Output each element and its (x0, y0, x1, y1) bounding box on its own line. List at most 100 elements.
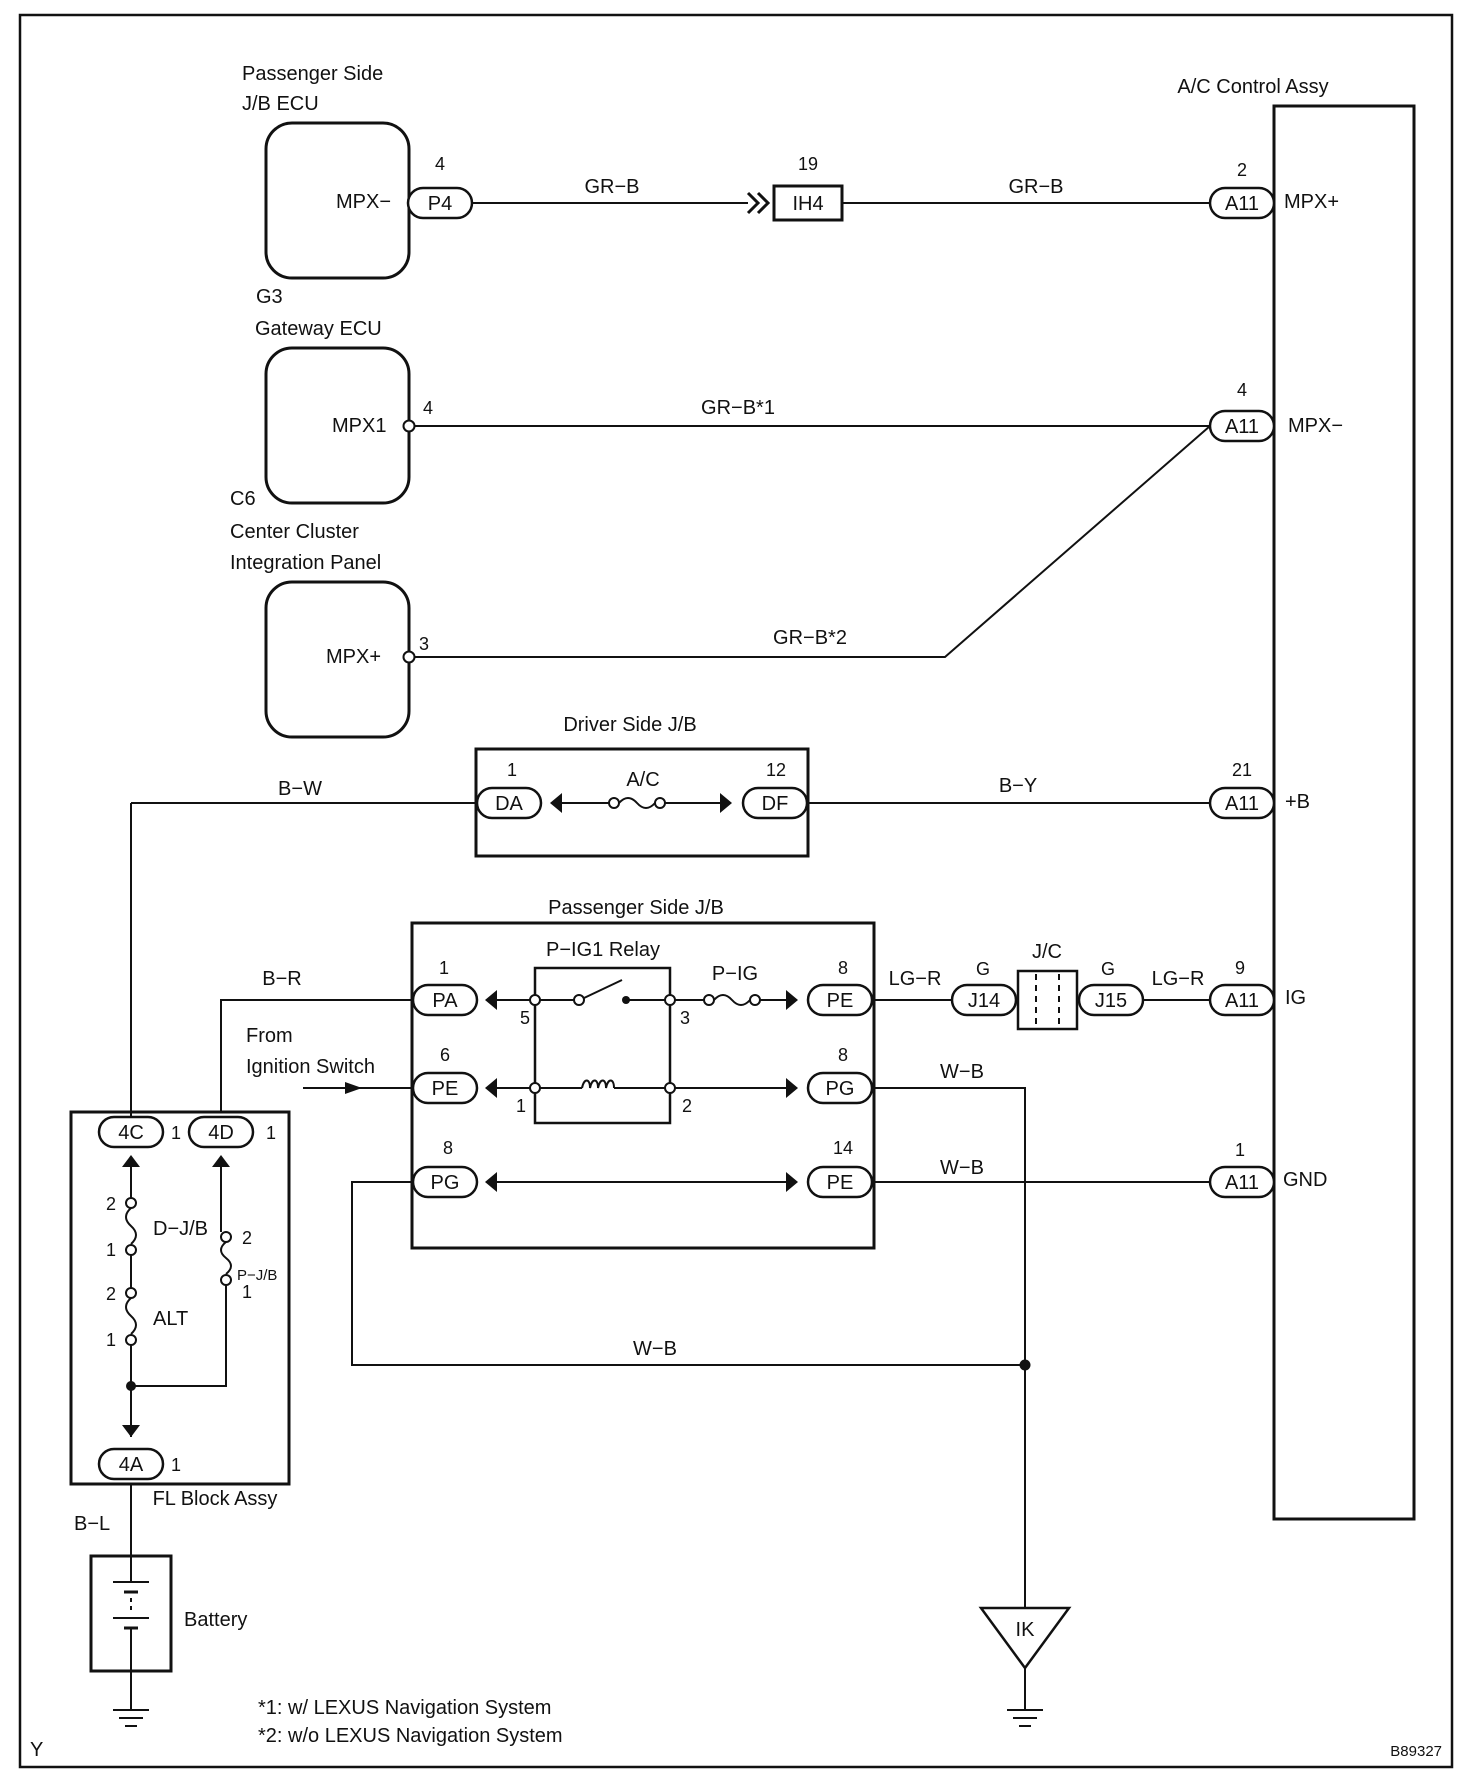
pin-a11-b: 21 (1232, 760, 1252, 780)
wire-label-grb-1: GR−B (584, 176, 639, 198)
fuse-terminal-icon (654, 797, 666, 809)
wire-label-grb1: GR−B*1 (701, 397, 775, 419)
connector-a11-label: A11 (1225, 1172, 1259, 1194)
fuse-terminal-icon (220, 1274, 232, 1286)
wire-label-br: B−R (262, 968, 301, 990)
arrow-right-icon (345, 1082, 362, 1094)
ground-point-ik (978, 1606, 1072, 1671)
pin-cluster: 3 (419, 634, 429, 654)
wire-cluster-a11 (415, 425, 1211, 658)
fuse-terminal-icon (125, 1334, 137, 1346)
terminal-arrow-icon (786, 1172, 798, 1192)
passenger-side-jb-ecu: Passenger Side J/B ECU MPX− G3 (242, 63, 411, 308)
fuse-terminal-icon (703, 994, 715, 1006)
fl-block-assy: FL Block Assy (69, 1110, 291, 1510)
connector-pa-label: PA (432, 990, 458, 1012)
pjb-title: Passenger Side J/B (548, 897, 724, 919)
pin-df: 12 (766, 760, 786, 780)
connector-a11-label: A11 (1225, 416, 1259, 438)
pin-relay-3: 3 (680, 1008, 690, 1028)
connector-pe-label: PE (827, 1172, 854, 1194)
fuse-terminal-icon (749, 994, 761, 1006)
connector-p4-label: P4 (428, 193, 452, 215)
pin-fuse2-bot: 1 (106, 1330, 116, 1350)
connector-4d-label: 4D (208, 1122, 234, 1144)
wire-label-by: B−Y (999, 775, 1037, 797)
ac-terminal-b: +B (1285, 791, 1310, 813)
terminal-arrow-icon (485, 1078, 497, 1098)
fuse-terminal-icon (125, 1287, 137, 1299)
ac-terminal-mpxm: MPX− (1288, 415, 1343, 437)
relay-pin-icon (664, 994, 676, 1006)
terminal-arrow-icon (485, 990, 497, 1010)
pjb-ecu-code: G3 (256, 286, 283, 308)
wire-wb-1 (872, 1087, 1026, 1608)
pin-a11-gnd: 1 (1235, 1140, 1245, 1160)
gateway-title: Gateway ECU (255, 318, 382, 340)
fuse-terminal-icon (220, 1231, 232, 1243)
pin-pg-mid: 8 (838, 1045, 848, 1065)
passenger-side-jb: Passenger Side J/B P−IG1 Relay (410, 897, 876, 1250)
connector-j14 (950, 983, 1018, 1017)
jc-label: J/C (1032, 941, 1062, 963)
fuse-alt-label: ALT (153, 1308, 188, 1330)
pin-fuse1-bot: 1 (106, 1240, 116, 1260)
pin-p4: 4 (435, 154, 445, 174)
wire-label-g-1: G (976, 959, 990, 979)
relay-title: P−IG1 Relay (546, 939, 660, 961)
fuse-pig-icon (713, 994, 751, 1006)
connector-pe-label: PE (827, 990, 854, 1012)
ign-label-1: From (246, 1025, 293, 1047)
fuse-pjb-label: P−J/B (237, 1267, 277, 1284)
wire-label-grb2: GR−B*2 (773, 627, 847, 649)
battery-label: Battery (184, 1609, 247, 1631)
wire-label-bl: B−L (74, 1513, 110, 1535)
terminal-arrow-icon (786, 1078, 798, 1098)
splice-point-icon (1019, 1359, 1031, 1371)
connector-a11-label: A11 (1225, 990, 1259, 1012)
cluster-title-2: Integration Panel (230, 552, 381, 574)
fuse-terminal-icon (125, 1244, 137, 1256)
wire-label-g-2: G (1101, 959, 1115, 979)
fuse-terminal-icon (125, 1197, 137, 1209)
pin-pe-mid: 6 (440, 1045, 450, 1065)
junction-connector-jc (1016, 969, 1079, 1031)
cluster-title-1: Center Cluster (230, 521, 359, 543)
gateway-code: C6 (230, 488, 256, 510)
footnote-1: *1: w/ LEXUS Navigation System (258, 1697, 551, 1719)
connector-a11-mpxp (1208, 186, 1276, 220)
ground-ik-label: IK (1016, 1619, 1036, 1641)
connector-da-label: DA (495, 793, 523, 815)
corner-label-left: Y (30, 1739, 43, 1761)
connector-da (475, 786, 543, 820)
connector-chevron-icon (746, 191, 771, 215)
diagram-frame (18, 13, 1454, 1769)
pin-relay-5: 5 (520, 1008, 530, 1028)
connector-4a-label: 4A (119, 1454, 144, 1476)
pin-4c: 1 (171, 1123, 181, 1143)
connector-pe-label: PE (432, 1078, 459, 1100)
wire-label-grb-2: GR−B (1008, 176, 1063, 198)
ign-label-2: Ignition Switch (246, 1056, 375, 1078)
connector-a11-label: A11 (1225, 193, 1259, 215)
fuse-ac-label: A/C (626, 769, 659, 791)
connector-pg-label: PG (431, 1172, 460, 1194)
djb-title: Driver Side J/B (563, 714, 696, 736)
relay-coil-icon (581, 1079, 615, 1089)
relay-pin-icon (529, 1082, 541, 1094)
fuse-pig-label: P−IG (712, 963, 758, 985)
pin-pa: 1 (439, 958, 449, 978)
relay-contact-icon (622, 996, 630, 1004)
connector-a11-label: A11 (1225, 793, 1259, 815)
pin-4d: 1 (266, 1123, 276, 1143)
pin-fuse3-bot: 1 (242, 1282, 252, 1302)
cluster-terminal-circle-icon (402, 650, 416, 664)
relay-pin-icon (529, 994, 541, 1006)
ac-control-assy: A/C Control Assy (1177, 76, 1416, 1521)
terminal-arrow-icon (122, 1425, 140, 1437)
fuse-ac-icon (618, 797, 656, 809)
pin-relay-1: 1 (516, 1096, 526, 1116)
wire-label-wb-3: W−B (633, 1338, 677, 1360)
pin-da: 1 (507, 760, 517, 780)
